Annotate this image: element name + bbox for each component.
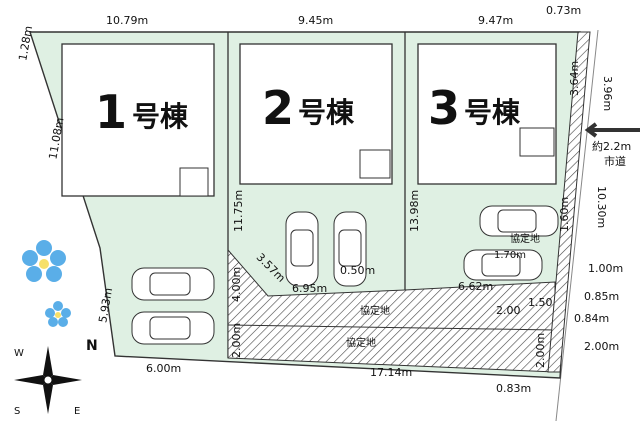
easement-right [547,31,591,373]
easement-divider [227,324,556,331]
dim-r-a: 1.00m [588,262,623,275]
easement-label-right: 協定地 [510,232,540,245]
compass-east-label: E [74,406,80,417]
compass-south-label: S [14,406,20,417]
dim-r-c: 0.85m [584,290,619,303]
building-1-suffix: 号棟 [132,100,189,133]
building-1-porch [179,167,209,197]
dim-bottom-1: 6.00m [146,362,181,375]
dim-mid: 6.95m [292,282,327,295]
dim-right-1: 3.64m [568,61,581,96]
building-3-suffix: 号棟 [464,96,521,129]
compass-west-label: W [14,348,24,359]
flower-decoration-large [22,240,66,282]
building-2-porch [359,149,391,179]
city-road [548,28,640,421]
road-width-label: 約2.2m [592,139,631,153]
car-lot-3-a [479,205,559,237]
building-3 [417,43,557,185]
easement-label-lower: 協定地 [346,336,376,349]
dim-top-4: 0.73m [546,4,581,17]
building-3-porch [519,127,555,157]
dim-left-top: 1.28m [16,25,35,62]
car-lot-2-a [285,211,319,287]
dim-div-3: 13.98m [408,190,421,232]
dim-right-3: 10.30m [595,186,608,228]
dim-bottom-2: 17.14m [370,366,412,379]
dim-gap: 0.50m [340,264,375,277]
dim-right-4: 1.60m [558,197,571,232]
dim-top-3: 9.47m [478,14,513,27]
building-3-number: 3 [428,81,460,135]
dim-r-b: 1.50 [528,296,553,309]
easement-dim-right: 1.70m [494,250,526,261]
compass-rose [14,346,82,414]
dim-left-lower: 5.93m [96,287,115,324]
compass-north-label: N [86,338,98,354]
dim-div-2: 11.75m [232,190,245,232]
dim-r-g: 2.00m [534,333,547,368]
dim-top-2: 9.45m [298,14,333,27]
dim-top-1: 10.79m [106,14,148,27]
road-name-label: 市道 [604,154,626,168]
building-1-number: 1 [95,85,127,139]
dim-r-f: 2.00m [584,340,619,353]
road-arrow [584,122,640,138]
dim-p3-bottom: 6.62m [458,280,493,293]
dim-div-1-2-bottom: 2.00m [230,323,243,358]
building-2-number: 2 [262,81,294,135]
dim-bottom-3: 0.83m [496,382,531,395]
car-lot-1-b [131,311,215,345]
car-lot-2-b [333,211,367,287]
building-2-suffix: 号棟 [298,96,355,129]
easement-label-upper: 協定地 [360,304,390,317]
road-edge-line [555,29,599,421]
dim-r-d: 2.00 [496,304,521,317]
car-lot-1-a [131,267,215,301]
easement-main [227,248,556,373]
dim-r-e: 0.84m [574,312,609,325]
dim-div-1-2-lower: 4.00m [230,267,243,302]
dim-right-2: 3.96m [601,76,614,111]
car-lot-3-b [463,249,543,281]
flower-decoration-small [45,301,71,327]
